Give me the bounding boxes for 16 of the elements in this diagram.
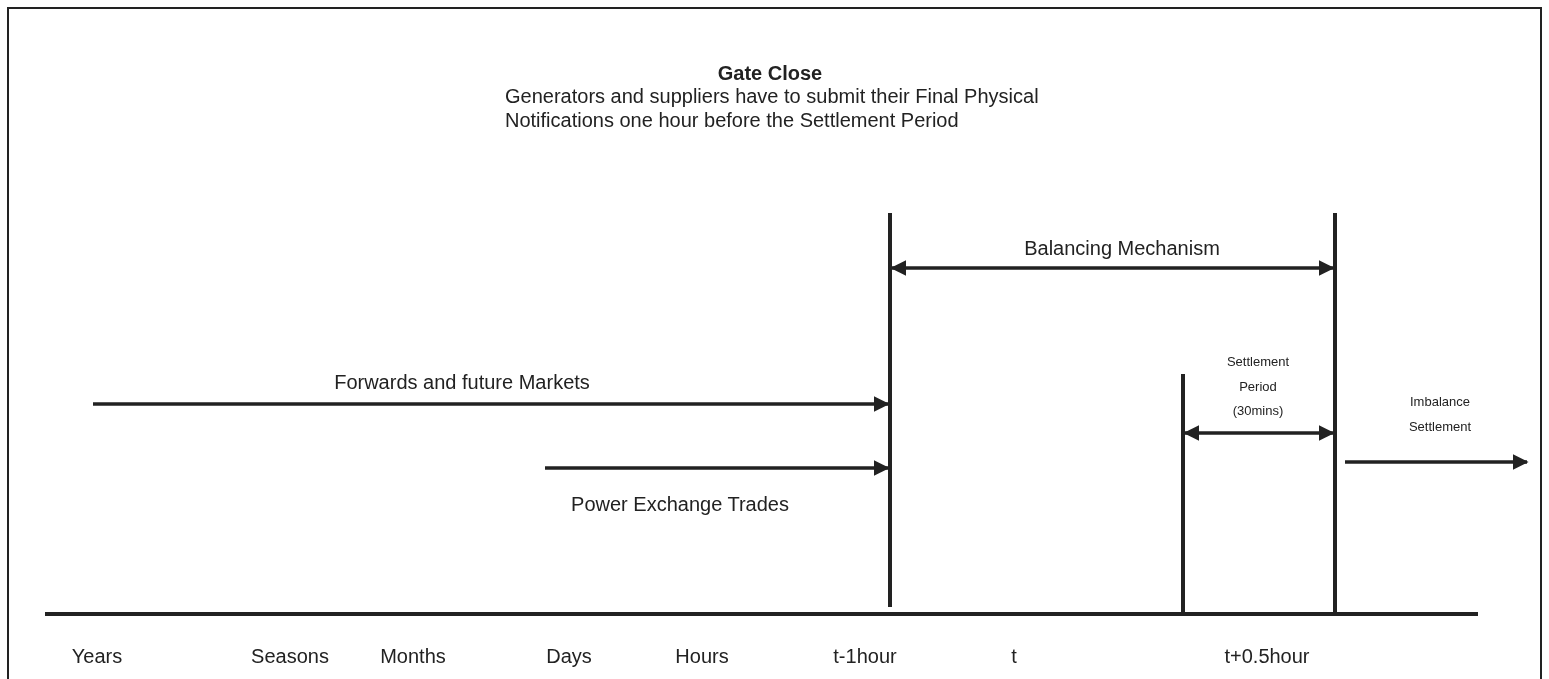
- axis-label: Days: [546, 645, 592, 668]
- axis-label: t: [1011, 645, 1017, 668]
- axis-label: Years: [71, 645, 123, 668]
- axis-label: t+0.5hour: [1224, 645, 1310, 668]
- arrow: [890, 260, 1335, 276]
- marker-bar: [888, 213, 892, 607]
- description-text: Generators and suppliers have to submit their Final Physical Notifications one hour before the Settlement Period: [505, 84, 1040, 132]
- arrow: [93, 396, 890, 412]
- axis-label: Months: [380, 645, 446, 668]
- arrow: [1183, 425, 1335, 441]
- axis-label: Seasons: [251, 645, 329, 668]
- arrow: [545, 460, 890, 476]
- arrow: [1345, 454, 1529, 470]
- heading: Gate Close: [717, 62, 823, 85]
- axis-label: Hours: [675, 645, 729, 668]
- axis-label: t-1hour: [833, 645, 897, 668]
